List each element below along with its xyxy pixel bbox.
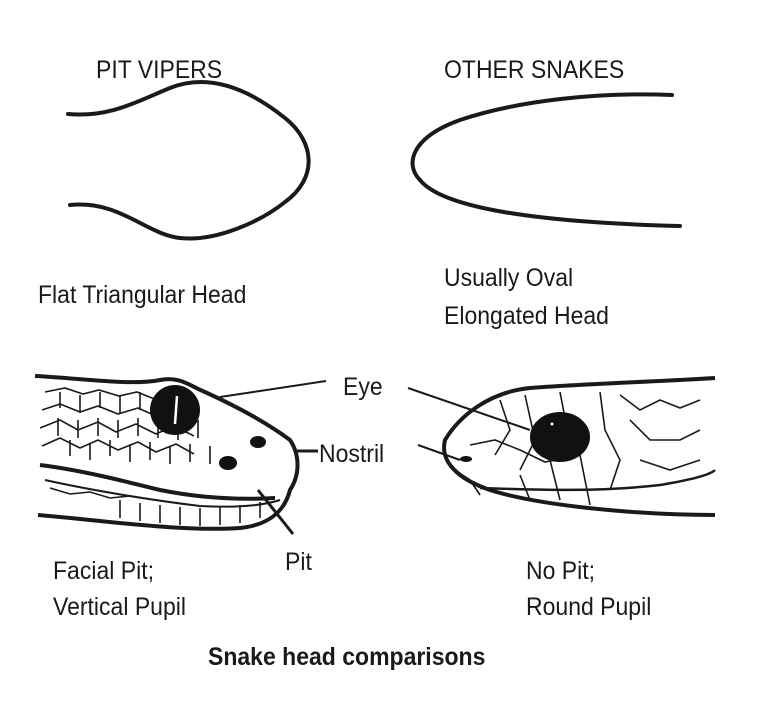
pit-viper-head-outline <box>66 80 311 241</box>
nostril-leader-line-right <box>417 444 461 461</box>
eye-leader-line-left <box>219 380 327 398</box>
other-snake-eye <box>530 412 590 462</box>
eye-callout-label: Eye <box>343 373 383 401</box>
vertical-pupil <box>173 395 179 425</box>
nostril-callout-label: Nostril <box>319 440 385 468</box>
facial-pit-dark <box>219 456 237 470</box>
diagram-title: Snake head comparisons <box>208 643 486 671</box>
pit-viper-features-line1: Facial Pit; <box>53 557 154 585</box>
pit-viper-outline-caption: Flat Triangular Head <box>38 281 247 309</box>
pit-viper-features-line2: Vertical Pupil <box>53 593 186 621</box>
other-snake-features-line1: No Pit; <box>526 557 596 585</box>
pit-vipers-heading: PIT VIPERS <box>96 56 223 84</box>
other-snake-head-outline <box>410 92 682 228</box>
eye-leader-line-right <box>407 387 531 431</box>
other-snake-nostril <box>460 456 472 462</box>
other-snake-features-line2: Round Pupil <box>526 593 652 621</box>
pit-leader-line <box>256 489 295 535</box>
pit-callout-label: Pit <box>285 548 312 576</box>
nostril-dark <box>250 436 266 448</box>
round-pupil-highlight <box>550 422 554 426</box>
other-snake-outline-caption-line2: Elongated Head <box>444 302 609 330</box>
other-snake-outline-caption-line1: Usually Oval <box>444 264 574 292</box>
other-snakes-heading: OTHER SNAKES <box>444 56 625 84</box>
